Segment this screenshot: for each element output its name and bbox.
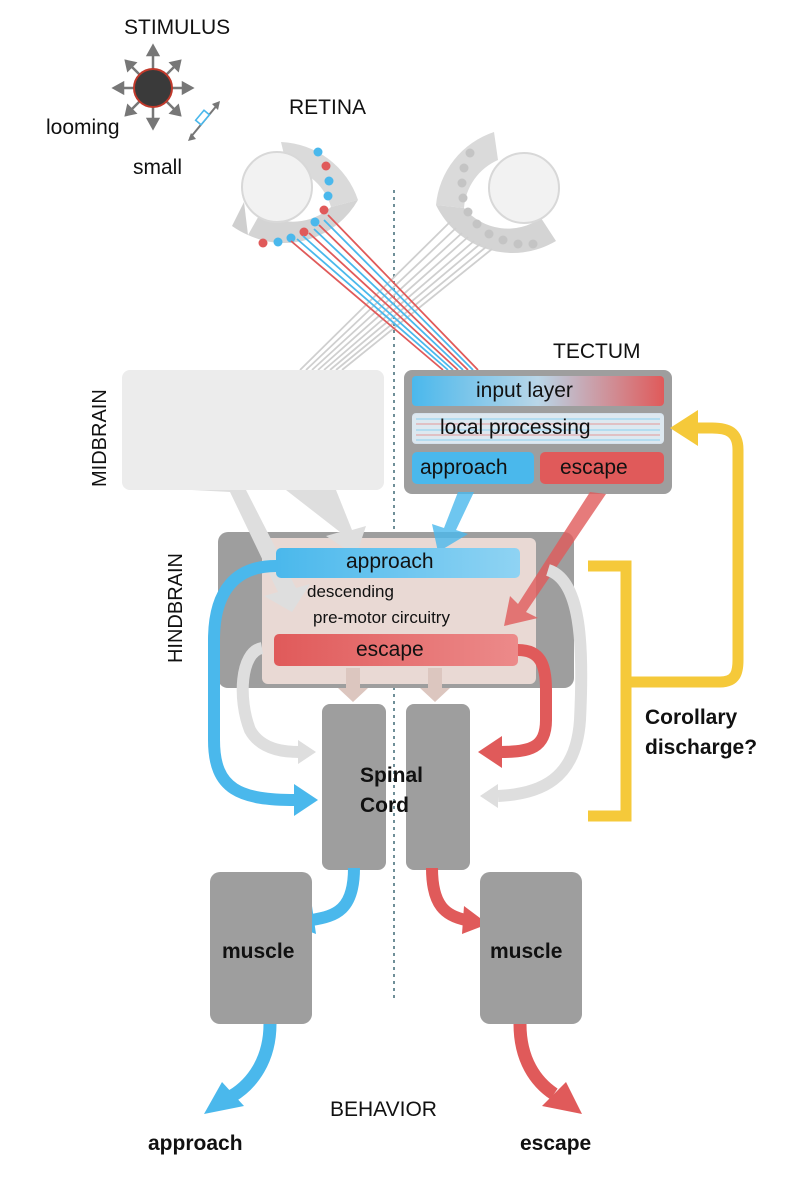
escape-to-muscle-arrow [426,867,468,926]
tectum-approach-label: approach [420,456,508,479]
spinal-cord-label-line1: Spinal [360,764,424,787]
muscle-right-label: muscle [490,940,563,963]
tectum-label: TECTUM [553,340,641,363]
hindbrain-label: HINDBRAIN [165,553,187,664]
escape-descending-arrow [499,644,552,758]
stimulus-label: STIMULUS [124,16,231,39]
right-eye [436,132,560,253]
spinal-cord-label-line2: Cord [360,794,409,817]
hindbrain-approach-bar [276,548,520,578]
tectum-escape-arrow [504,492,606,626]
midbrain-label: MIDBRAIN [89,389,111,487]
escape-behavior-arrow [513,1023,558,1100]
optic-fibers-colored [290,214,479,371]
small-label: small [133,156,183,179]
midbrain-gray-arrows [192,490,366,612]
left-eye [232,142,358,248]
hindbrain-escape-label: escape [356,638,424,661]
corollary-label-line1: Corollary [645,706,738,729]
muscle-right [480,872,582,1024]
stimulus-looming-icon [111,43,195,131]
corollary-label-line2: discharge? [645,736,758,759]
behavior-approach-label: approach [148,1132,243,1155]
tectum-box [404,370,672,494]
left-gray-loop [236,642,301,758]
stimulus-small-icon [188,101,220,141]
descending-label-line1: descending [307,582,394,601]
approach-descending-arrow [208,560,297,806]
midbrain-left-box [122,370,384,490]
muscle-left [210,872,312,1024]
approach-to-muscle-arrow [310,867,360,926]
tectum-input-layer-label: input layer [476,379,573,402]
looming-label: looming [46,116,120,139]
hindbrain-escape-bar [274,634,518,666]
tectum-local-processing-label: local processing [440,416,591,439]
approach-behavior-arrow [228,1023,277,1102]
right-gray-loop [497,564,588,802]
descending-label-line2: pre-motor circuitry [313,608,450,627]
retina-label: RETINA [289,96,367,119]
spinal-cord-left [322,704,386,870]
tectum-escape-label: escape [560,456,628,479]
tectum-approach-arrow [432,492,474,552]
behavior-escape-label: escape [520,1132,592,1155]
spinal-cord-right [406,704,470,870]
muscle-left-label: muscle [222,940,295,963]
hindbrain-approach-label: approach [346,550,434,573]
behavior-label: BEHAVIOR [330,1098,437,1121]
corollary-discharge-bracket [588,422,744,822]
